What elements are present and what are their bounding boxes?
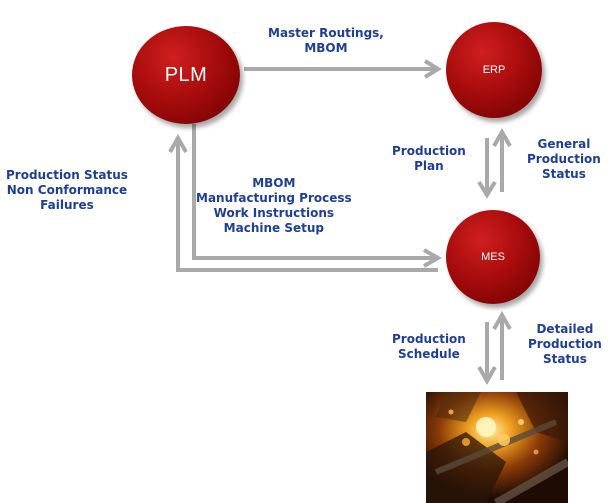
arrow-plm-to-mes [192, 124, 443, 268]
arrow-mes-to-floor [477, 322, 497, 386]
node-plm-label: PLM [164, 63, 208, 86]
factory-floor-photo [426, 392, 568, 503]
label-plm-to-mes: MBOM Manufacturing Process Work Instruct… [196, 176, 352, 235]
label-mes-to-plm: Production Status Non Conformance Failur… [6, 168, 128, 212]
node-plm: PLM [132, 26, 240, 124]
label-plm-to-erp: Master Routings, MBOM [268, 26, 384, 55]
node-erp-label: ERP [482, 64, 506, 76]
arrow-floor-to-mes [492, 310, 512, 380]
label-mes-to-erp: General Production Status [527, 137, 601, 181]
arrow-mes-to-plm [168, 133, 438, 272]
label-floor-to-mes: Detailed Production Status [528, 322, 602, 366]
label-mes-to-floor: Production Schedule [392, 332, 466, 361]
node-erp: ERP [446, 22, 542, 118]
arrow-mes-to-erp [492, 127, 512, 192]
arrow-erp-to-mes [477, 138, 497, 199]
label-erp-to-mes: Production Plan [392, 144, 466, 173]
arrow-plm-to-erp [244, 59, 442, 79]
node-mes-label: MES [481, 251, 505, 263]
node-mes: MES [446, 210, 540, 304]
